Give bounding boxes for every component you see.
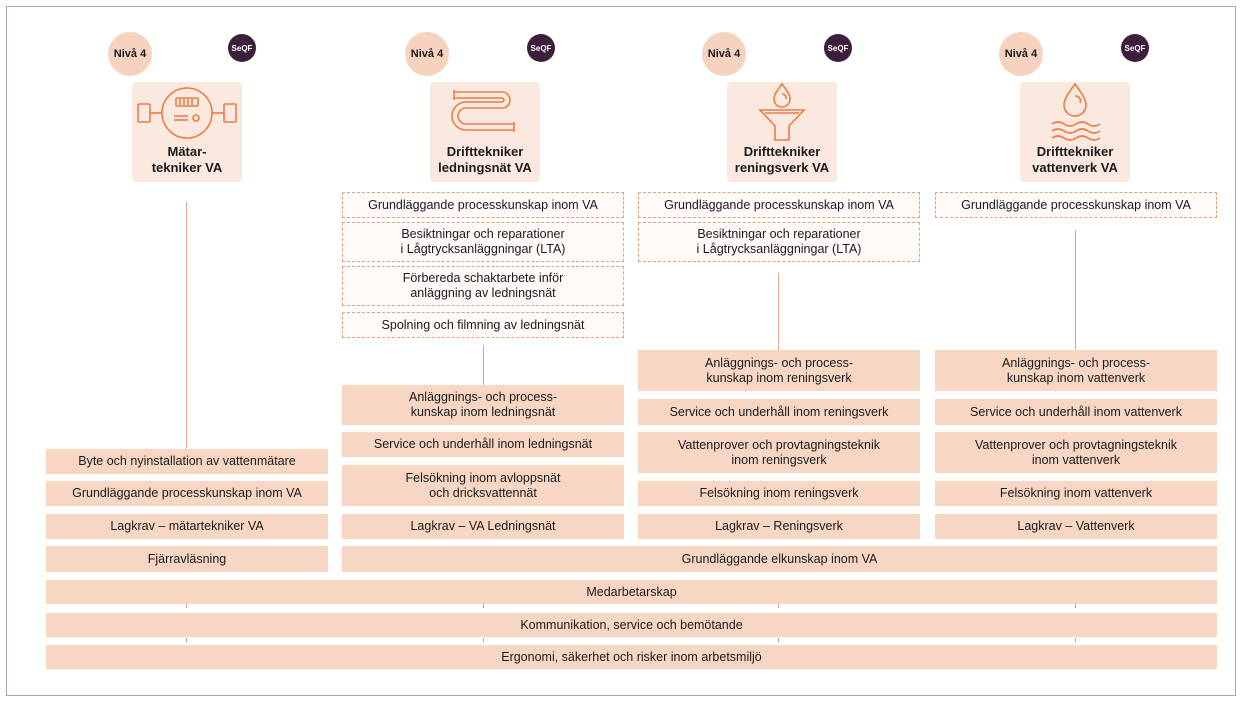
role-title: Drifttekniker reningsverk VA [734, 144, 830, 175]
module-box: Anläggnings- och process- kunskap inom v… [935, 350, 1217, 391]
seqf-badge: SeQF [527, 34, 555, 62]
level-badge: Nivå 4 [405, 32, 449, 76]
tick-mark [778, 604, 779, 608]
shared-common-box: Medarbetarskap [46, 580, 1217, 604]
prerequisite-box: Grundläggande processkunskap inom VA [638, 192, 920, 218]
module-box: Service och underhåll inom vattenverk [935, 399, 1217, 425]
module-box: Fjärravläsning [46, 546, 328, 572]
diagram-frame [6, 6, 1236, 696]
prerequisite-box: Spolning och filmning av ledningsnät [342, 312, 624, 338]
level-badge: Nivå 4 [108, 32, 152, 76]
level-badge: Nivå 4 [702, 32, 746, 76]
module-box: Vattenprover och provtagningsteknik inom… [935, 432, 1217, 473]
module-box: Anläggnings- och process- kunskap inom l… [342, 385, 624, 425]
water-meter-icon [137, 87, 237, 139]
tick-mark [483, 604, 484, 608]
connector-line [186, 202, 187, 448]
module-box: Anläggnings- och process- kunskap inom r… [638, 350, 920, 391]
seqf-badge: SeQF [228, 34, 256, 62]
role-card-matartekniker: Mätar- tekniker VA [132, 82, 242, 182]
level-badge: Nivå 4 [999, 32, 1043, 76]
module-box: Vattenprover och provtagningsteknik inom… [638, 432, 920, 473]
water-drop-waves-icon [1051, 82, 1101, 141]
connector-line [483, 345, 484, 385]
prerequisite-box: Grundläggande processkunskap inom VA [342, 192, 624, 218]
module-box: Lagkrav – VA Ledningsnät [342, 514, 624, 539]
shared-electric-box: Grundläggande elkunskap inom VA [342, 546, 1217, 572]
prerequisite-box: Besiktningar och reparationer i Lågtryck… [342, 222, 624, 262]
funnel-drop-icon [758, 82, 806, 141]
shared-common-box: Ergonomi, säkerhet och risker inom arbet… [46, 645, 1217, 669]
seqf-badge: SeQF [824, 34, 852, 62]
prerequisite-box: Grundläggande processkunskap inom VA [935, 192, 1217, 218]
module-box: Felsökning inom vattenverk [935, 481, 1217, 506]
tick-mark [186, 604, 187, 608]
tick-mark [778, 638, 779, 642]
module-box: Service och underhåll inom reningsverk [638, 399, 920, 425]
prerequisite-box: Förbereda schaktarbete inför anläggning … [342, 266, 624, 306]
tick-mark [1075, 638, 1076, 642]
module-box: Lagkrav – Vattenverk [935, 514, 1217, 539]
shared-common-box: Kommunikation, service och bemötande [46, 613, 1217, 637]
module-box: Byte och nyinstallation av vattenmätare [46, 449, 328, 474]
tick-mark [483, 638, 484, 642]
module-box: Lagkrav – Reningsverk [638, 514, 920, 539]
connector-line [778, 273, 779, 350]
connector-line [1075, 230, 1076, 350]
tick-mark [186, 638, 187, 642]
module-box: Felsökning inom reningsverk [638, 481, 920, 506]
role-card-ledningsnat: Drifttekniker ledningsnät VA [430, 82, 540, 182]
seqf-badge: SeQF [1121, 34, 1149, 62]
tick-mark [1075, 604, 1076, 608]
role-card-vattenverk: Drifttekniker vattenverk VA [1020, 82, 1130, 182]
role-title: Mätar- tekniker VA [151, 144, 223, 175]
pipe-icon [451, 90, 515, 132]
module-box: Grundläggande processkunskap inom VA [46, 481, 328, 506]
module-box: Service och underhåll inom ledningsnät [342, 432, 624, 457]
prerequisite-box: Besiktningar och reparationer i Lågtryck… [638, 222, 920, 262]
module-box: Felsökning inom avloppsnät och dricksvat… [342, 465, 624, 506]
role-card-reningsverk: Drifttekniker reningsverk VA [727, 82, 837, 182]
role-title: Drifttekniker vattenverk VA [1032, 144, 1118, 175]
role-title: Drifttekniker ledningsnät VA [438, 144, 532, 175]
module-box: Lagkrav – mätartekniker VA [46, 514, 328, 539]
